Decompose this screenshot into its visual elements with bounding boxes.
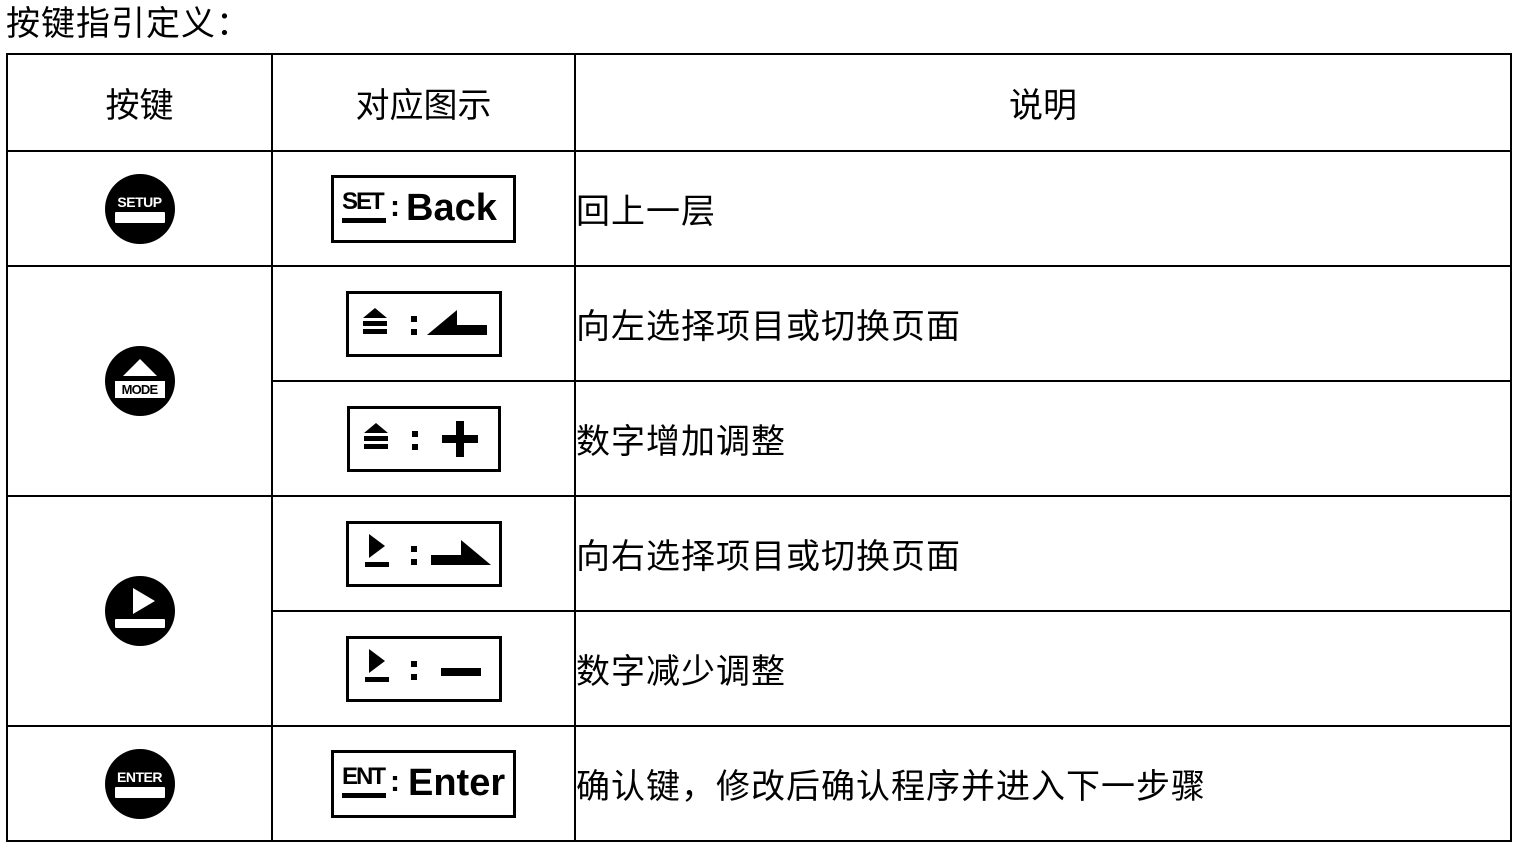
page-caption: 按键指引定义： bbox=[6, 4, 251, 44]
key-bar bbox=[114, 786, 165, 798]
right-shift-hint-icon bbox=[345, 520, 502, 587]
right-key-minus-icon bbox=[364, 648, 481, 682]
hint-colon: : bbox=[390, 189, 400, 223]
back-word: Back bbox=[406, 186, 497, 229]
description-decrease: 数字减少调整 bbox=[574, 610, 1512, 727]
up-key-left-shift-icon bbox=[362, 307, 487, 335]
key-cell-mode: MODE bbox=[6, 265, 273, 497]
table-row-mode-increase: 数字增加调整 bbox=[7, 380, 1512, 497]
table-header-row: 按键 对应图示 说明 bbox=[6, 53, 1512, 152]
table-row-setup: SETUP SET : Back 回上一层 bbox=[6, 150, 1512, 267]
mode-left-hint-icon bbox=[345, 290, 502, 357]
icon-cell-right-minus bbox=[271, 610, 576, 727]
key-bar bbox=[114, 619, 165, 628]
right-triangle-icon bbox=[132, 588, 155, 614]
mode-plus-hint-icon bbox=[346, 405, 501, 472]
description-confirm: 确认键，修改后确认程序并进入下一步骤 bbox=[574, 725, 1512, 842]
header-key: 按键 bbox=[6, 53, 273, 152]
enter-key-label: ENTER bbox=[117, 768, 162, 785]
setup-key-label: SETUP bbox=[117, 193, 162, 210]
key-cell-setup: SETUP bbox=[6, 150, 273, 267]
right-key-icon bbox=[104, 576, 175, 646]
set-back-hint-icon: SET : Back bbox=[331, 174, 516, 243]
table-row-right-select: 向右选择项目或切换页面 bbox=[6, 495, 1512, 727]
setup-key-icon: SETUP bbox=[104, 173, 175, 244]
key-guide-table: 按键 对应图示 说明 SETUP SET : Back 回上一层 MODE bbox=[6, 53, 1512, 842]
key-cell-enter: ENTER bbox=[6, 725, 273, 842]
icon-cell-mode-plus bbox=[271, 380, 576, 497]
ent-abbr: ENT bbox=[342, 762, 386, 790]
description-right-select: 向右选择项目或切换页面 bbox=[574, 495, 1512, 612]
mode-key-label: MODE bbox=[114, 381, 165, 398]
enter-key-icon: ENTER bbox=[104, 748, 175, 819]
set-underline bbox=[342, 217, 386, 223]
icon-cell-mode-left bbox=[271, 265, 576, 382]
description-left-select: 向左选择项目或切换页面 bbox=[574, 265, 1512, 382]
table-row-right-decrease: 数字减少调整 bbox=[7, 610, 1512, 727]
key-cell-right bbox=[6, 495, 273, 727]
header-icon: 对应图示 bbox=[271, 53, 576, 152]
ent-enter-hint-icon: ENT : Enter bbox=[331, 749, 516, 818]
icon-cell-ent-enter: ENT : Enter bbox=[271, 725, 576, 842]
right-key-right-shift-icon bbox=[364, 533, 491, 567]
table-row-enter: ENTER ENT : Enter 确认键，修改后确认程序并进入下一步骤 bbox=[6, 725, 1512, 842]
right-minus-hint-icon bbox=[345, 635, 502, 702]
table-row-mode-left: MODE 向左选择项目或切换页面 bbox=[6, 265, 1512, 497]
hint-colon: : bbox=[390, 764, 400, 798]
enter-word: Enter bbox=[408, 761, 506, 804]
mode-key-icon: MODE bbox=[104, 346, 175, 416]
key-bar bbox=[114, 211, 165, 223]
up-key-plus-icon bbox=[363, 420, 478, 457]
description-back: 回上一层 bbox=[574, 150, 1512, 267]
icon-cell-set-back: SET : Back bbox=[271, 150, 576, 267]
up-triangle-icon bbox=[122, 359, 157, 376]
description-increase: 数字增加调整 bbox=[574, 380, 1512, 497]
set-abbr: SET bbox=[342, 187, 385, 215]
ent-underline bbox=[342, 792, 386, 798]
header-description: 说明 bbox=[574, 53, 1512, 152]
icon-cell-right-shift bbox=[271, 495, 576, 612]
